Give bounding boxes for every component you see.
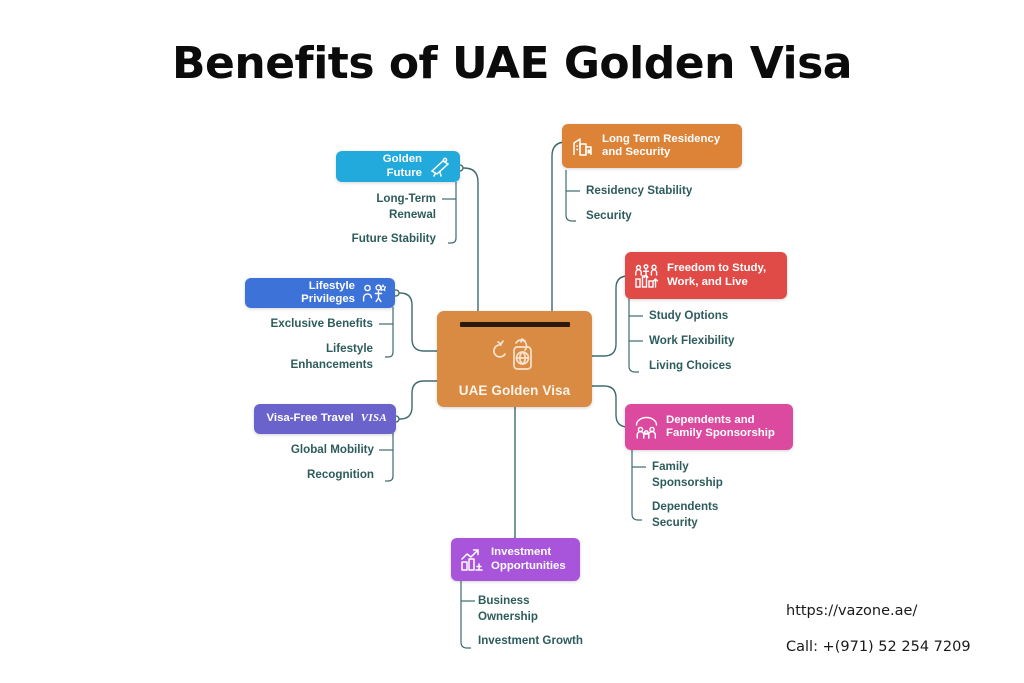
branch-label: Freedom to Study, Work, and Live bbox=[667, 262, 767, 288]
page-title: Benefits of UAE Golden Visa bbox=[172, 38, 852, 89]
sub-item: Lifestyle Enhancements bbox=[290, 342, 373, 371]
central-bar bbox=[459, 322, 570, 327]
family-umbrella-icon bbox=[634, 416, 659, 439]
sub-item: Work Flexibility bbox=[649, 334, 735, 347]
footer-phone-number[interactable]: Call: +(971) 52 254 7209 bbox=[786, 639, 971, 655]
sub-item: Business Ownership bbox=[478, 594, 538, 623]
sub-item: Exclusive Benefits bbox=[270, 317, 373, 330]
sub-item: Study Options bbox=[649, 309, 729, 322]
sub-item: Living Choices bbox=[649, 359, 732, 372]
telescope-icon bbox=[429, 157, 451, 177]
branch-label: Lifestyle Privileges bbox=[301, 279, 355, 306]
footer-website-url[interactable]: https://vazone.ae/ bbox=[786, 603, 918, 619]
branch-freedom-to-study[interactable]: Freedom to Study, Work, and Live bbox=[625, 252, 787, 299]
branch-investment-opportunities[interactable]: Investment Opportunities bbox=[451, 538, 580, 581]
sub-item: Dependents Security bbox=[652, 500, 719, 529]
branch-label: Dependents and Family Sponsorship bbox=[666, 413, 775, 440]
branch-label: Investment Opportunities bbox=[491, 546, 566, 572]
sub-item: Family Sponsorship bbox=[652, 460, 723, 489]
buildings-lock-icon bbox=[571, 134, 595, 158]
central-node-uae-golden-visa[interactable]: UAE Golden Visa bbox=[437, 311, 592, 407]
branch-long-term-residency[interactable]: Long Term Residency and Security bbox=[562, 124, 742, 168]
passport-globe-icon bbox=[492, 333, 538, 378]
branch-label: Long Term Residency and Security bbox=[602, 132, 721, 159]
branch-dependents-family[interactable]: Dependents and Family Sponsorship bbox=[625, 404, 793, 450]
sub-item: Recognition bbox=[307, 468, 374, 481]
people-star-icon bbox=[362, 283, 386, 303]
branch-label: Visa-Free Travel bbox=[266, 412, 354, 425]
growth-chart-icon bbox=[460, 548, 484, 572]
branch-visa-free-travel[interactable]: Visa-Free Travel VISA bbox=[254, 404, 396, 434]
sub-item: Future Stability bbox=[351, 232, 436, 245]
sub-item: Residency Stability bbox=[586, 184, 693, 197]
branch-golden-future[interactable]: Golden Future bbox=[336, 151, 460, 182]
sub-item: Security bbox=[586, 209, 632, 222]
branch-label: Golden Future bbox=[382, 153, 422, 179]
sub-item: Long-Term Renewal bbox=[376, 192, 436, 221]
sub-item: Global Mobility bbox=[290, 443, 374, 456]
central-node-label: UAE Golden Visa bbox=[458, 383, 571, 398]
people-chart-icon bbox=[634, 263, 660, 289]
branch-lifestyle-privileges[interactable]: Lifestyle Privileges bbox=[245, 278, 395, 308]
sub-item: Investment Growth bbox=[478, 634, 584, 647]
visa-card-icon: VISA bbox=[360, 412, 387, 425]
